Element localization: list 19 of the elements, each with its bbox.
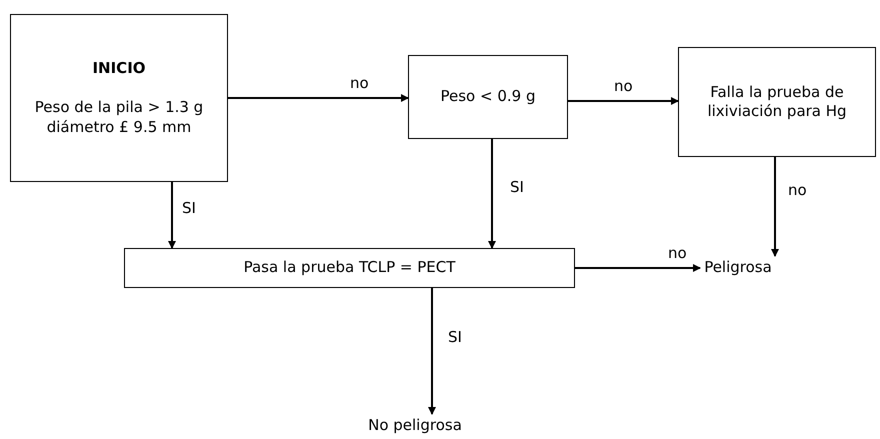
arrow xyxy=(575,264,701,272)
node-text: Pasa la prueba TCLP = PECT xyxy=(244,258,456,278)
arrow xyxy=(771,157,779,257)
process-box xyxy=(408,55,568,139)
arrow xyxy=(568,97,679,105)
arrow xyxy=(488,139,496,249)
arrow xyxy=(428,288,436,415)
process-box xyxy=(124,248,575,288)
arrow xyxy=(168,182,176,249)
node-text: Falla la prueba de lixiviación para Hg xyxy=(706,82,848,122)
process-box xyxy=(10,14,228,182)
process-box xyxy=(678,47,876,157)
node-text: diámetro £ 9.5 mm xyxy=(46,118,192,138)
node-text: Peligrosa xyxy=(704,258,772,278)
node-text: No peligrosa xyxy=(368,416,462,436)
arrow xyxy=(228,94,409,102)
node-text: Peso < 0.9 g xyxy=(440,87,536,107)
heading: INICIO xyxy=(92,58,146,78)
node-text: Peso de la pila > 1.3 g xyxy=(34,98,204,118)
